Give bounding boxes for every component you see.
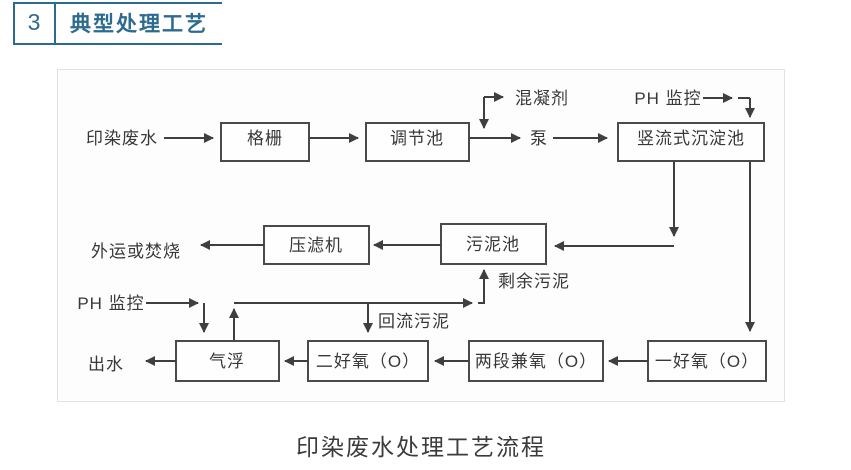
flowchart-figure: 印染废水 格栅 调节池 混凝剂 泵 竖流式沉淀池 PH 监控 xyxy=(57,69,785,402)
box-grid-screen xyxy=(220,122,310,162)
header-bottom-rule xyxy=(13,43,222,45)
box-air-flotation-label: 气浮 xyxy=(209,352,245,371)
box-second-aerobic-label: 二好氧（O） xyxy=(316,352,420,371)
box-vertical-flow-sedimentation-tank-label: 竖流式沉淀池 xyxy=(637,129,745,148)
box-two-stage-facultative-label: 两段兼氧（O） xyxy=(475,352,597,371)
header-left-rule xyxy=(13,2,15,45)
section-title: 典型处理工艺 xyxy=(70,12,208,36)
label-effluent: 出水 xyxy=(88,355,124,374)
box-second-aerobic xyxy=(307,340,429,382)
label-return-sludge: 回流污泥 xyxy=(378,312,450,331)
section-number: 3 xyxy=(27,9,41,35)
flowchart-svg: 印染废水 格栅 调节池 混凝剂 泵 竖流式沉淀池 PH 监控 xyxy=(77,89,767,382)
box-filter-press-label: 压滤机 xyxy=(289,236,343,255)
label-coagulant: 混凝剂 xyxy=(515,89,569,108)
label-dyeing-wastewater: 印染废水 xyxy=(86,129,158,148)
box-sludge-tank xyxy=(440,223,547,265)
label-pump: 泵 xyxy=(530,129,548,148)
box-filter-press xyxy=(263,225,370,265)
box-sludge-tank-label: 污泥池 xyxy=(466,235,520,254)
arrow-excess-sludge-into-sludge-tank xyxy=(478,269,489,304)
box-regulating-tank xyxy=(365,122,470,162)
box-first-aerobic-label: 一好氧（O） xyxy=(655,352,759,371)
label-outward-transport-or-incineration: 外运或焚烧 xyxy=(91,242,181,261)
box-vertical-flow-sedimentation-tank xyxy=(617,122,765,162)
header-top-rule xyxy=(13,2,222,4)
header-divider-rule xyxy=(54,2,56,43)
figure-caption: 印染废水处理工艺流程 xyxy=(296,434,546,460)
label-excess-sludge: 剩余污泥 xyxy=(498,272,570,291)
label-ph-monitor-bottom: PH 监控 xyxy=(77,294,144,313)
box-first-aerobic xyxy=(647,340,767,382)
box-regulating-tank-label: 调节池 xyxy=(390,129,444,148)
box-two-stage-facultative xyxy=(468,340,604,382)
box-grid-screen-label: 格栅 xyxy=(247,129,283,148)
label-ph-monitor-top: PH 监控 xyxy=(634,89,701,108)
